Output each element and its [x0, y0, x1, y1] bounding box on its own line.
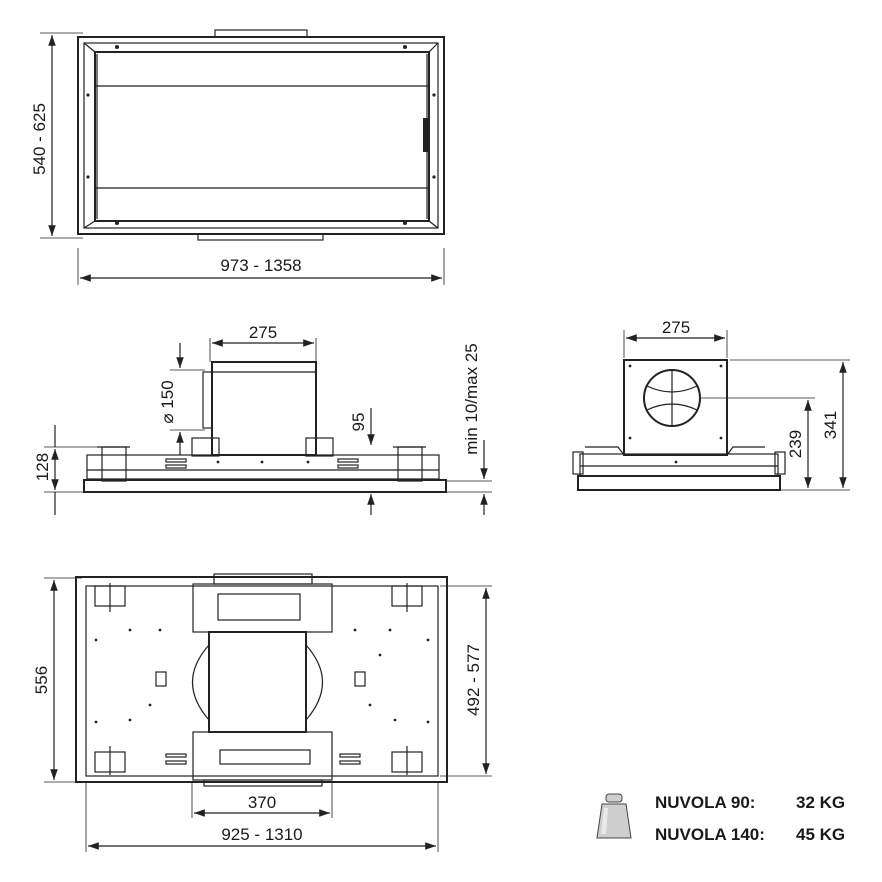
- front-width-label: 275: [249, 323, 277, 342]
- side-motor-box: [623, 359, 728, 456]
- side-width-label: 275: [662, 318, 690, 337]
- front-view: 275 ⌀ 150 128 95 min 10/max 25: [33, 323, 492, 515]
- weight-model-90: NUVOLA 90:: [655, 793, 755, 812]
- front-motor-box: [211, 361, 317, 456]
- top-height-label: 540 - 625: [30, 103, 49, 175]
- top-view: 540 - 625 973 - 1358: [30, 29, 445, 285]
- weight-model-140: NUVOLA 140:: [655, 825, 765, 844]
- bottom-370-label: 370: [248, 793, 276, 812]
- bottom-hood-outline: [75, 576, 448, 783]
- bottom-motor-box: [208, 631, 307, 733]
- weight-value-140: 45 KG: [796, 825, 845, 844]
- weight-value-90: 32 KG: [796, 793, 845, 812]
- front-diameter-label: ⌀ 150: [158, 380, 177, 423]
- front-hood-plate: [83, 479, 447, 493]
- weights-legend: NUVOLA 90: 32 KG NUVOLA 140: 45 KG: [596, 793, 845, 844]
- front-left-height-label: 128: [33, 453, 52, 481]
- top-hood-outline: [77, 36, 445, 235]
- front-gap-label: min 10/max 25: [462, 343, 481, 455]
- bottom-width-label: 925 - 1310: [221, 825, 302, 844]
- bottom-inner-height-label: 492 - 577: [464, 644, 483, 716]
- top-width-label: 973 - 1358: [220, 256, 301, 275]
- weight-icon: [596, 793, 632, 839]
- front-95-label: 95: [349, 413, 368, 432]
- bottom-view: 556 492 - 577 370 925 - 1310: [32, 573, 492, 852]
- bottom-height-label: 556: [32, 666, 51, 694]
- side-341-label: 341: [821, 411, 840, 439]
- side-239-label: 239: [786, 430, 805, 458]
- side-hood-plate: [577, 475, 781, 491]
- side-view: 275 239 341: [572, 318, 850, 491]
